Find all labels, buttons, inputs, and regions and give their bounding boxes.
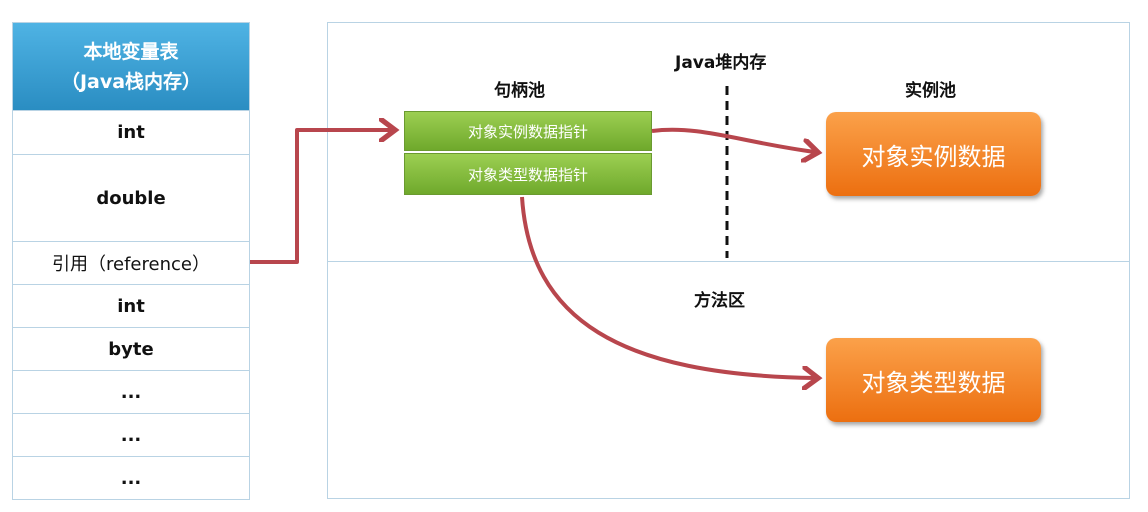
local-variable-table-header: 本地变量表 （Java栈内存） — [13, 23, 249, 111]
type-data-box: 对象类型数据 — [826, 338, 1041, 422]
header-title: 本地变量表 — [83, 41, 179, 63]
local-variable-table: 本地变量表 （Java栈内存） int double 引用（reference）… — [12, 22, 250, 500]
reference-arrow — [250, 130, 392, 264]
table-row: ... — [120, 467, 142, 489]
instance-pool-label: 实例池 — [905, 81, 956, 101]
table-row: byte — [13, 328, 249, 371]
type-data-pointer: 对象类型数据指针 — [404, 153, 652, 195]
header-subtitle: （Java栈内存） — [60, 71, 202, 93]
instance-pointer-arrow — [651, 127, 815, 152]
handle-pool-label: 句柄池 — [494, 81, 545, 101]
heap-method-divider — [327, 261, 1130, 262]
table-row: double — [13, 155, 249, 242]
table-row: ... — [13, 371, 249, 414]
type-pointer-arrow — [520, 196, 815, 378]
table-row: ... — [13, 414, 249, 457]
instance-data-box: 对象实例数据 — [826, 112, 1041, 196]
table-row-reference: 引用（reference） — [13, 242, 249, 285]
instance-data-pointer: 对象实例数据指针 — [404, 111, 652, 151]
heap-title: Java堆内存 — [675, 53, 767, 73]
table-row: int — [13, 111, 249, 155]
table-row: int — [13, 285, 249, 328]
method-area-label: 方法区 — [694, 291, 745, 311]
